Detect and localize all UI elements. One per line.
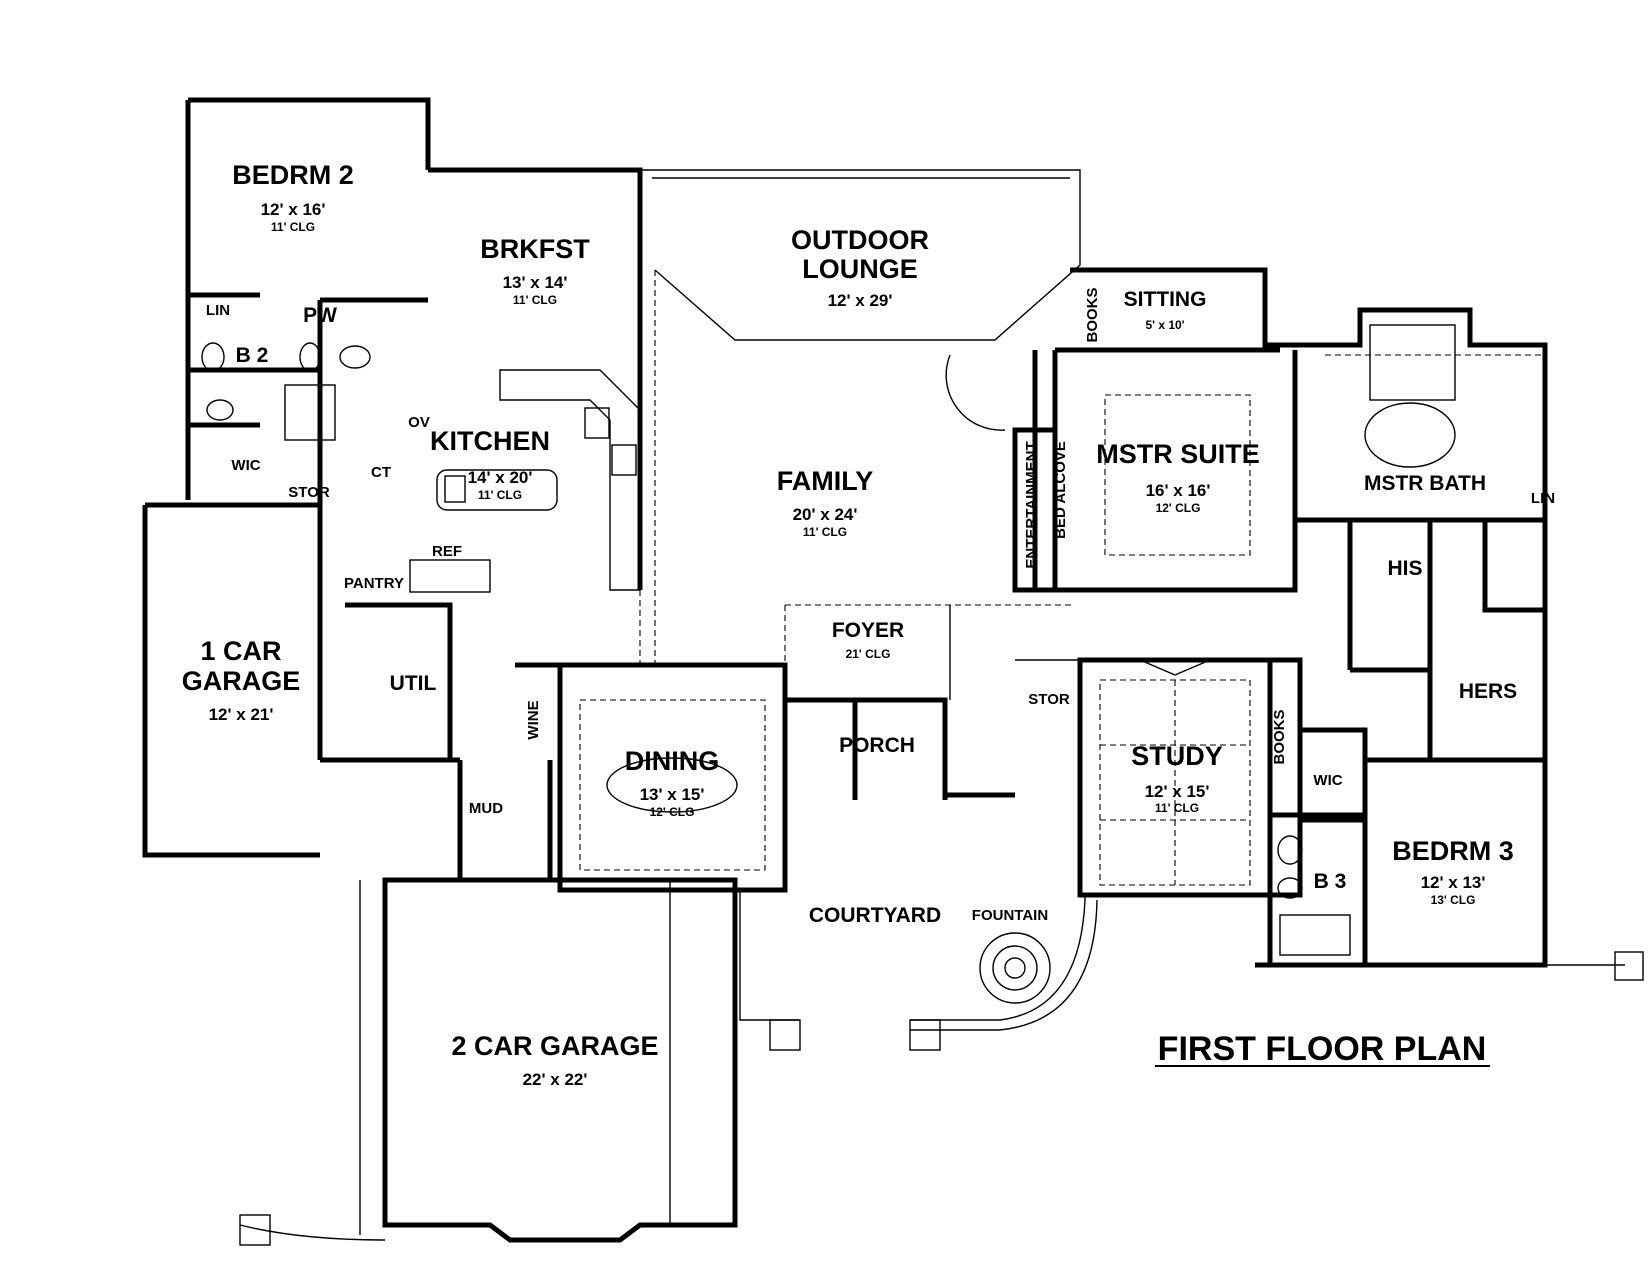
- pantry-label: PANTRY: [344, 575, 404, 592]
- bedrm2-name: BEDRM 2: [232, 160, 354, 190]
- lin1-label: LIN: [206, 302, 230, 319]
- his-name: HIS: [1387, 557, 1422, 580]
- walls: [142, 97, 1625, 1243]
- family-clg: 11' CLG: [803, 525, 847, 539]
- lin2-label: LIN: [1531, 490, 1555, 507]
- bedrm3-name: BEDRM 3: [1392, 836, 1514, 866]
- dining-size: 13' x 15': [640, 785, 705, 804]
- mstr-suite-name: MSTR SUITE: [1096, 439, 1260, 469]
- b2-label: B 2: [236, 344, 269, 367]
- study-size: 12' x 15': [1145, 782, 1210, 801]
- stor2-label: STOR: [1028, 691, 1070, 708]
- mstr-suite-clg: 12' CLG: [1156, 501, 1201, 515]
- bedrm3-size: 12' x 13': [1421, 873, 1486, 892]
- brkfst-size: 13' x 14': [503, 273, 568, 292]
- stor1-label: STOR: [288, 484, 330, 501]
- wine-label: WINE: [525, 700, 542, 739]
- garage1-size: 12' x 21': [209, 705, 274, 724]
- books1-label: BOOKS: [1084, 287, 1101, 342]
- study-clg: 11' CLG: [1155, 801, 1199, 815]
- foyer-name: FOYER: [832, 619, 904, 642]
- garage2-size: 22' x 22': [523, 1070, 588, 1089]
- entertainment-label: ENTERTAINMENT: [1023, 441, 1040, 568]
- bed-alcove-label: BED ALCOVE: [1052, 441, 1069, 539]
- garage1-name-1: 1 CAR: [200, 636, 281, 666]
- courtyard-name: COURTYARD: [809, 904, 941, 927]
- bedrm2-clg: 11' CLG: [271, 220, 315, 234]
- mstr-suite-size: 16' x 16': [1146, 481, 1211, 500]
- sitting-size: 5' x 10': [1145, 318, 1184, 332]
- b3-label: B 3: [1314, 870, 1347, 893]
- util-name: UTIL: [390, 672, 437, 695]
- room-labels: BEDRM 2 12' x 16' 11' CLG BRKFST 13' x 1…: [182, 160, 1517, 1089]
- hers-name: HERS: [1459, 680, 1517, 703]
- mud-label: MUD: [469, 800, 503, 817]
- ct-label: CT: [371, 464, 391, 481]
- plan-title: FIRST FLOOR PLAN: [1158, 1030, 1487, 1068]
- family-name: FAMILY: [777, 466, 874, 496]
- garage2-name: 2 CAR GARAGE: [451, 1031, 658, 1061]
- outdoor-lounge-name-1: OUTDOOR: [791, 225, 929, 255]
- kitchen-size: 14' x 20': [468, 468, 533, 487]
- dining-table-outline: [606, 757, 738, 813]
- books2-label: BOOKS: [1271, 709, 1288, 764]
- wic1-label: WIC: [231, 457, 260, 474]
- ref-label: REF: [432, 543, 462, 560]
- annotations: LIN PW B 2 WIC STOR OV CT REF PANTRY LIN…: [206, 287, 1555, 893]
- foyer-clg: 21' CLG: [846, 647, 891, 661]
- brkfst-name: BRKFST: [480, 234, 590, 264]
- family-size: 20' x 24': [793, 505, 858, 524]
- bedrm3-clg: 13' CLG: [1431, 893, 1476, 907]
- brkfst-clg: 11' CLG: [513, 293, 557, 307]
- fountain-name: FOUNTAIN: [972, 907, 1048, 924]
- ov-label: OV: [408, 414, 430, 431]
- kitchen-name: KITCHEN: [430, 426, 550, 456]
- garage1-name-2: GARAGE: [182, 666, 301, 696]
- outdoor-lounge-size: 12' x 29': [828, 291, 893, 310]
- wic2-label: WIC: [1313, 772, 1342, 789]
- porch-name: PORCH: [839, 734, 915, 757]
- sitting-name: SITTING: [1124, 288, 1207, 311]
- pw-label: PW: [303, 304, 337, 327]
- study-name: STUDY: [1131, 741, 1223, 771]
- mstr-bath-name: MSTR BATH: [1364, 472, 1486, 495]
- fixtures: [201, 324, 1644, 1246]
- bedrm2-size: 12' x 16': [261, 200, 326, 219]
- kitchen-clg: 11' CLG: [478, 488, 522, 502]
- outdoor-lounge-name-2: LOUNGE: [802, 254, 918, 284]
